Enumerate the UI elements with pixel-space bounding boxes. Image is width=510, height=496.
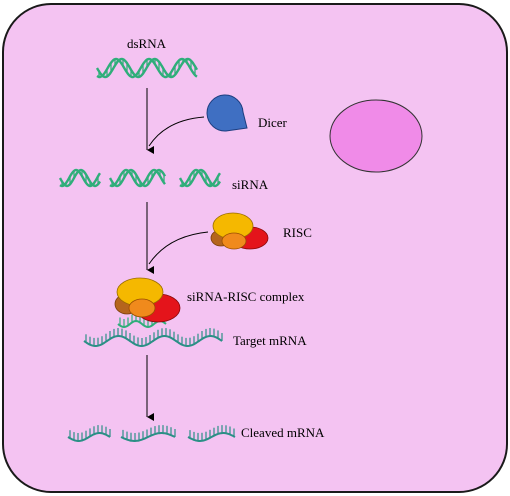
- complex-label: siRNA-RISC complex: [187, 289, 305, 304]
- dsrna-helix: [95, 57, 199, 79]
- dicer-icon: [206, 94, 248, 132]
- target-mrna-strand: [83, 328, 223, 347]
- complex-risc-icon: [114, 277, 181, 323]
- cleaved-mrna-strands: [67, 425, 236, 442]
- dicer-curve: [148, 116, 205, 147]
- risc-label: RISC: [283, 225, 312, 240]
- dsrna-label: dsRNA: [127, 36, 167, 51]
- nucleus-icon: [329, 99, 423, 173]
- dicer-label: Dicer: [258, 115, 288, 130]
- target-label: Target mRNA: [233, 333, 307, 348]
- sirna-label: siRNA: [232, 177, 269, 192]
- risc-icon: [210, 212, 269, 250]
- cleaved-label: Cleaved mRNA: [241, 425, 325, 440]
- risc-curve: [148, 231, 209, 265]
- sirna-helix: [58, 168, 221, 188]
